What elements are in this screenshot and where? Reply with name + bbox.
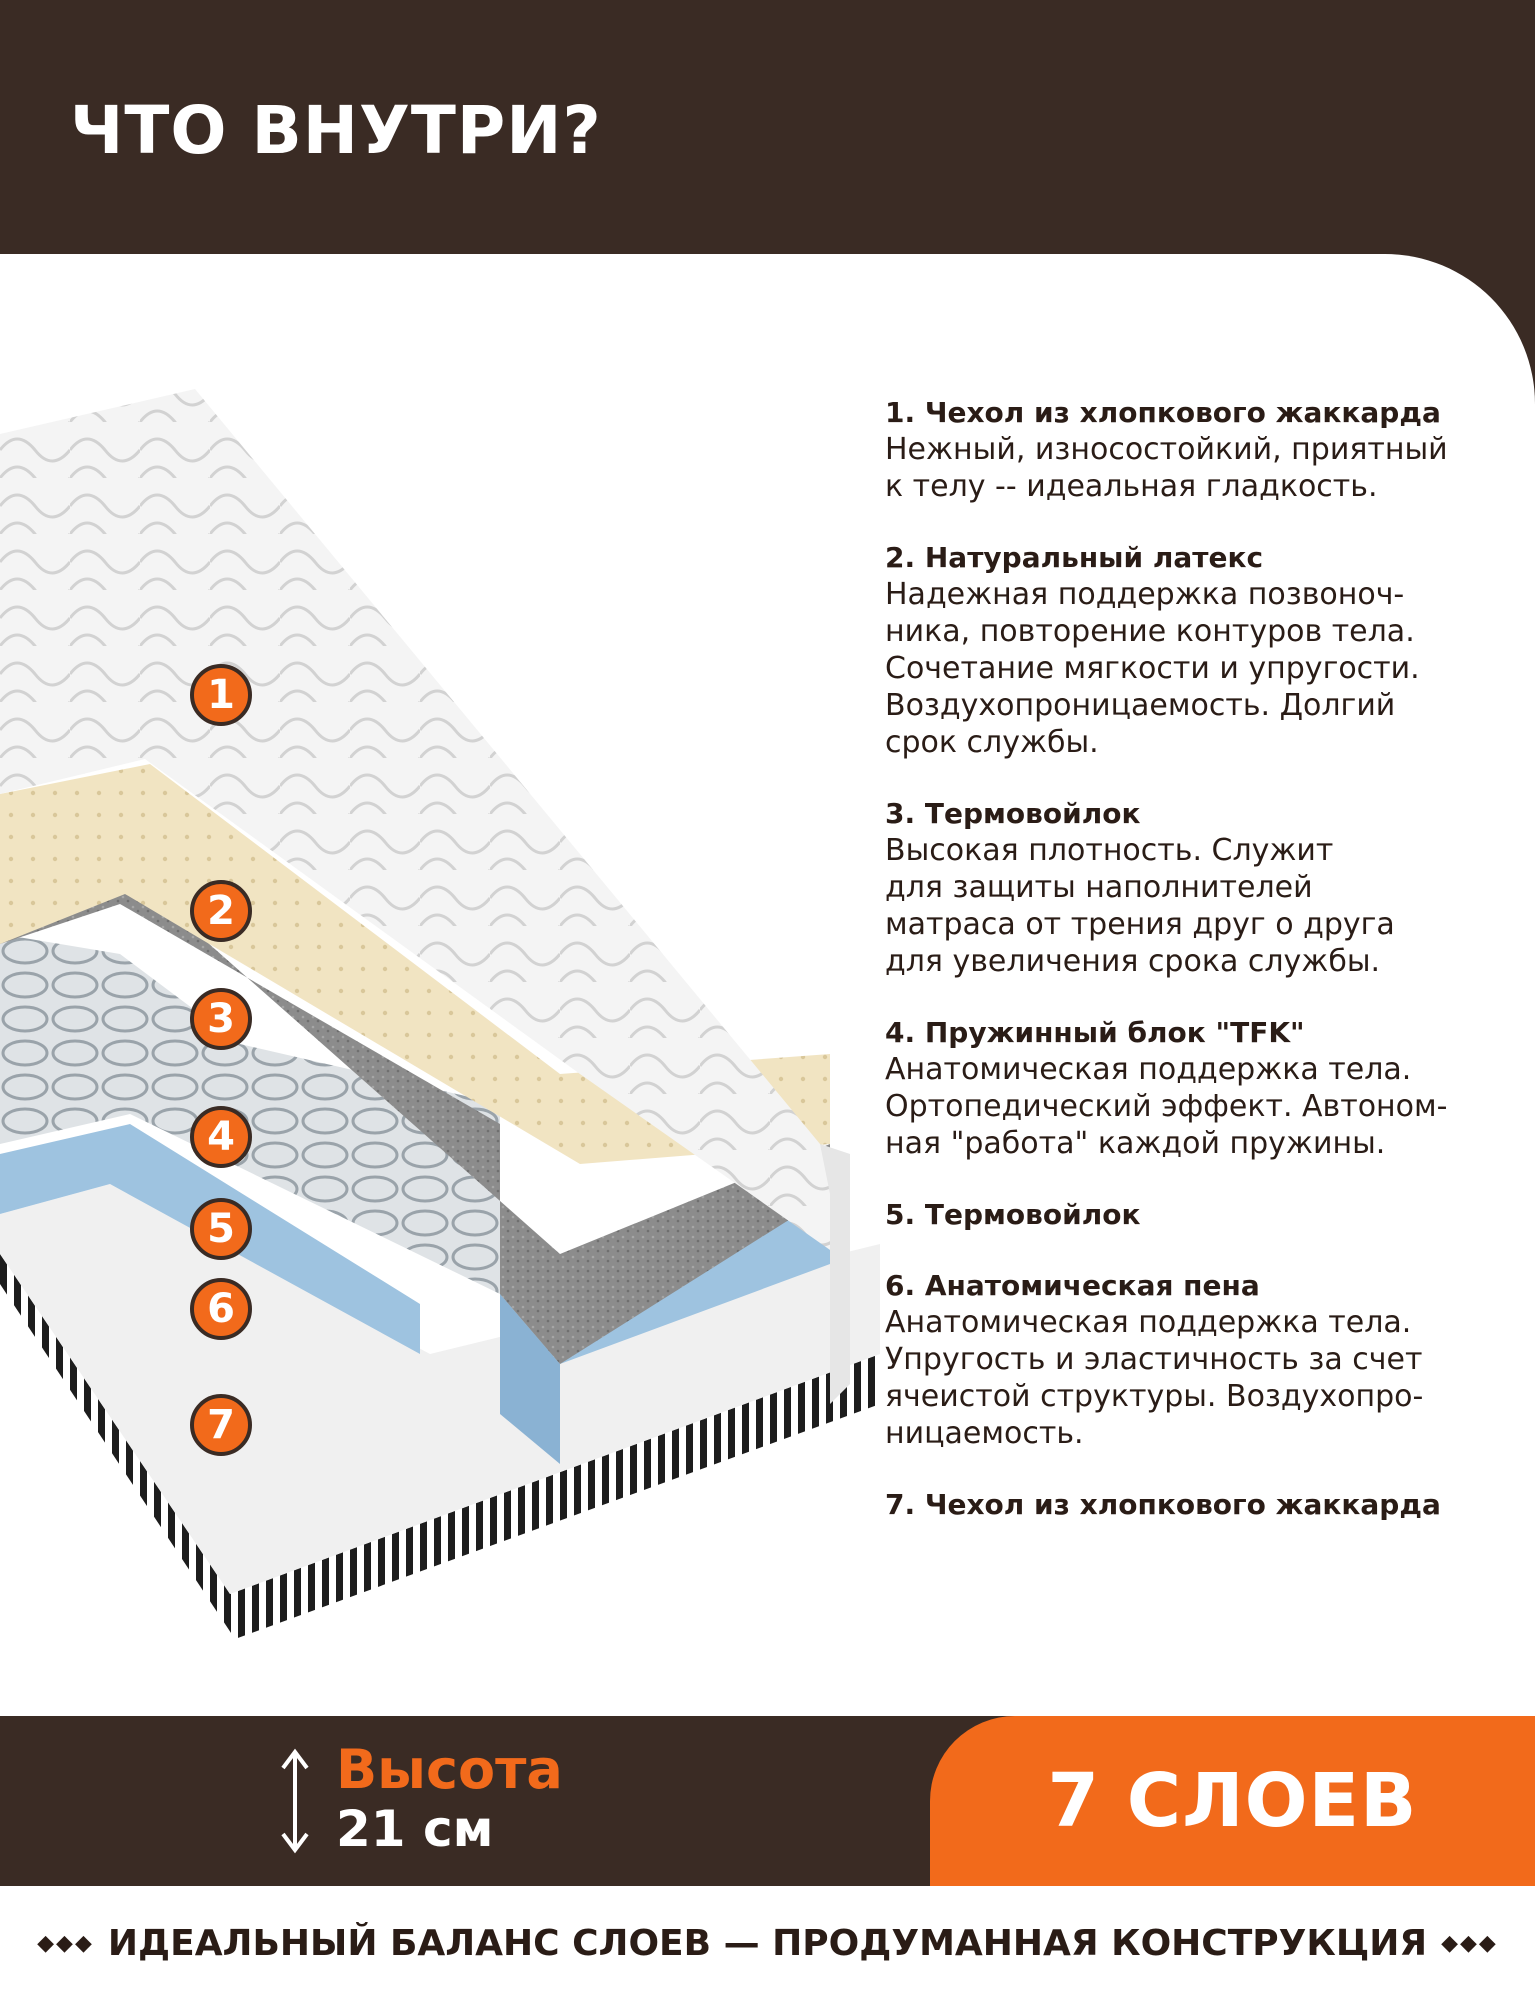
layer-badge-3: 3 bbox=[190, 988, 252, 1050]
page-title: ЧТО ВНУТРИ? bbox=[70, 92, 602, 169]
felt-layer bbox=[0, 874, 830, 1364]
layer-title: 4. Пружинный блок "TFK" bbox=[885, 1016, 1305, 1049]
layer-body: Анатомическая поддержка тела. Ортопедиче… bbox=[885, 1052, 1448, 1161]
layer-body: Анатомическая поддержка тела. Упругость … bbox=[885, 1305, 1424, 1451]
layer-item: 4. Пружинный блок "TFK" Анатомическая по… bbox=[885, 1014, 1505, 1162]
layer-body: Надежная поддержка позвоноч- ника, повто… bbox=[885, 577, 1420, 760]
header: ЧТО ВНУТРИ? bbox=[0, 0, 1535, 254]
height-label: Высота bbox=[336, 1738, 563, 1801]
layer-title: 3. Термовойлок bbox=[885, 797, 1141, 830]
bottom-cover-layer bbox=[0, 1254, 880, 1639]
spring-block-layer bbox=[0, 934, 500, 1294]
side-cover-edge bbox=[820, 1144, 850, 1404]
layer-item: 7. Чехол из хлопкового жаккарда bbox=[885, 1486, 1505, 1523]
layer-badge-7: 7 bbox=[190, 1394, 252, 1456]
layer-title: 6. Анатомическая пена bbox=[885, 1269, 1260, 1302]
diamond-decoration-icon: ◆◆◆ bbox=[37, 1930, 94, 1956]
layer-title: 7. Чехол из хлопкового жаккарда bbox=[885, 1488, 1441, 1521]
layer-badge-5: 5 bbox=[190, 1198, 252, 1260]
height-value: 21 см bbox=[336, 1800, 494, 1858]
layers-description: 1. Чехол из хлопкового жаккарда Нежный, … bbox=[885, 394, 1505, 1557]
layer-item: 2. Натуральный латекс Надежная поддержка… bbox=[885, 539, 1505, 761]
layer-item: 3. Термовойлок Высокая плотность. Служит… bbox=[885, 795, 1505, 980]
layer-badge-4: 4 bbox=[190, 1106, 252, 1168]
top-cover-layer bbox=[0, 389, 850, 1264]
diamond-decoration-icon: ◆◆◆ bbox=[1441, 1930, 1498, 1956]
layers-count: 7 СЛОЕВ bbox=[1047, 1758, 1418, 1844]
layer-item: 6. Анатомическая пена Анатомическая подд… bbox=[885, 1267, 1505, 1452]
footer-bar: Высота 21 см 7 СЛОЕВ bbox=[0, 1716, 1535, 1886]
layer-item: 5. Термовойлок bbox=[885, 1196, 1505, 1233]
layer-body: Нежный, износостойкий, приятный к телу -… bbox=[885, 432, 1448, 504]
layer-badge-2: 2 bbox=[190, 880, 252, 942]
foam-layer bbox=[0, 1014, 420, 1354]
latex-layer bbox=[0, 764, 830, 1164]
tagline-text: ИДЕАЛЬНЫЙ БАЛАНС СЛОЕВ — ПРОДУМАННАЯ КОН… bbox=[107, 1922, 1428, 1964]
content-panel: 1 2 3 4 5 6 7 1. Чехол из хлопкового жак… bbox=[0, 254, 1535, 1716]
layer-badge-1: 1 bbox=[190, 664, 252, 726]
layer-title: 1. Чехол из хлопкового жаккарда bbox=[885, 396, 1441, 429]
foam-layer bbox=[500, 1294, 560, 1464]
tagline-banner: ◆◆◆ ИДЕАЛЬНЫЙ БАЛАНС СЛОЕВ — ПРОДУМАННАЯ… bbox=[0, 1886, 1535, 2000]
layer-title: 2. Натуральный латекс bbox=[885, 541, 1264, 574]
layer-item: 1. Чехол из хлопкового жаккарда Нежный, … bbox=[885, 394, 1505, 505]
double-arrow-vertical-icon bbox=[281, 1748, 309, 1854]
layer-title: 5. Термовойлок bbox=[885, 1198, 1141, 1231]
layer-badge-6: 6 bbox=[190, 1278, 252, 1340]
mattress-cutaway-illustration bbox=[0, 389, 880, 1639]
layer-body: Высокая плотность. Служит для защиты нап… bbox=[885, 833, 1395, 979]
layers-count-badge: 7 СЛОЕВ bbox=[930, 1716, 1535, 1886]
